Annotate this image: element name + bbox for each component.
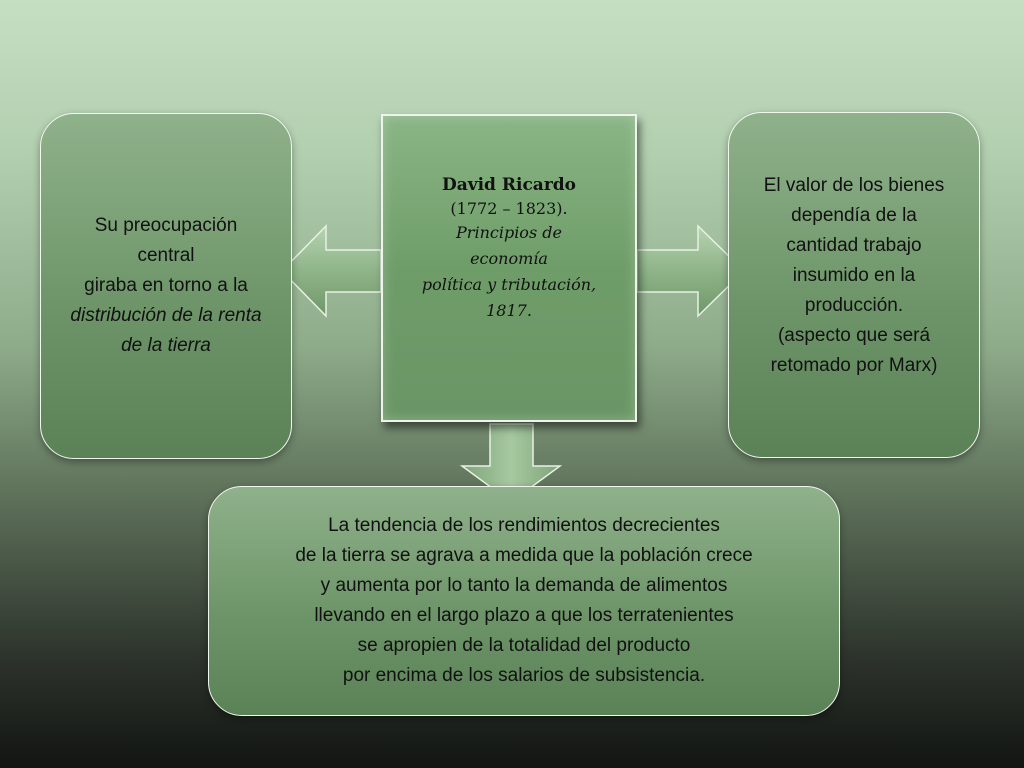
center-years: (1772 – 1823). (450, 199, 568, 218)
left-text-line: de la tierra (121, 335, 211, 356)
bottom-text-line: y aumenta por lo tanto la demanda de ali… (320, 575, 728, 596)
bottom-text-line: por encima de los salarios de subsistenc… (342, 665, 706, 686)
bottom-text-line: La tendencia de los rendimientos decreci… (328, 515, 720, 536)
bottom-text-line: llevando en el largo plazo a que los ter… (314, 605, 734, 626)
right-text-line: retomado por Marx) (770, 355, 938, 376)
center-box-david-ricardo: David Ricardo (1772 – 1823). Principios … (381, 114, 637, 422)
center-work-line: 1817. (486, 301, 532, 320)
right-text-line: cantidad trabajo (786, 235, 922, 256)
down-arrow (459, 423, 563, 503)
right-text-line: (aspecto que será (777, 325, 931, 346)
center-work-line: economía (470, 249, 548, 268)
left-arrow (280, 224, 382, 318)
center-work-line: política y tributación, (421, 275, 597, 294)
right-text-line: dependía de la (791, 205, 917, 226)
left-text-line: central (137, 245, 195, 266)
left-box-renta: Su preocupación central giraba en torno … (40, 113, 292, 459)
right-arrow (636, 224, 746, 318)
right-text-line: El valor de los bienes (763, 175, 945, 196)
bottom-text-line: se apropien de la totalidad del producto (357, 635, 691, 656)
right-text-line: producción. (804, 295, 904, 316)
left-text-line: giraba en torno a la (84, 275, 248, 296)
right-box-valor: El valor de los bienes dependía de la ca… (728, 112, 980, 458)
bottom-text-line: de la tierra se agrava a medida que la p… (295, 545, 753, 566)
center-title: David Ricardo (441, 175, 577, 195)
left-text-line: Su preocupación (94, 215, 238, 236)
left-text-line: distribución de la renta (70, 305, 262, 326)
center-work-line: Principios de (456, 223, 562, 242)
bottom-box-rendimientos: La tendencia de los rendimientos decreci… (208, 486, 840, 716)
right-text-line: insumido en la (792, 265, 916, 286)
